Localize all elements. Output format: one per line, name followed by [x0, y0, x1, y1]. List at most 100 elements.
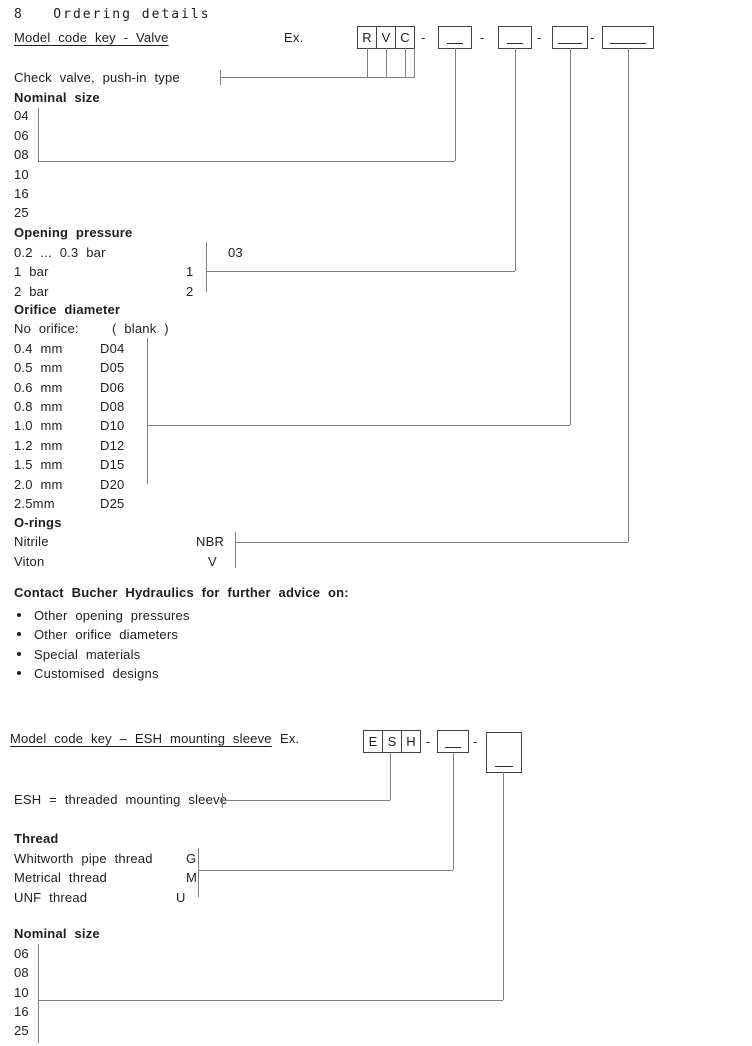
option-code: 03	[228, 245, 243, 260]
connector-line	[206, 271, 515, 272]
option-code: D20	[100, 477, 125, 492]
option-code: 1	[186, 264, 194, 279]
nominal-size-option: 08	[14, 147, 29, 162]
nominal-size-option: 25	[14, 205, 29, 220]
orifice-title: Orifice diameter	[14, 302, 121, 317]
option-code: G	[186, 851, 197, 866]
blank-underline	[495, 766, 513, 767]
blank-underline	[447, 43, 463, 44]
connector-line	[628, 48, 629, 542]
contact-bullet: Other opening pressures	[34, 608, 190, 623]
contact-bullet: Customised designs	[34, 666, 159, 681]
sleeve-code-letter-box-e: E	[363, 730, 383, 753]
sleeve-blank-box-nominal-size	[486, 732, 522, 773]
connector-line	[38, 161, 455, 162]
option-label: No orifice:	[14, 321, 79, 336]
orings-title: O-rings	[14, 515, 62, 530]
nominal-size-option: 25	[14, 1023, 29, 1038]
code-separator: -	[537, 30, 542, 45]
connector-line	[198, 870, 453, 871]
valve-ex-label: Ex.	[284, 30, 304, 45]
option-code: D10	[100, 418, 125, 433]
code-separator: -	[421, 30, 426, 45]
sleeve-nominal-size-title: Nominal size	[14, 926, 100, 941]
option-label: 2 bar	[14, 284, 49, 299]
option-code: V	[208, 554, 217, 569]
connector-line	[386, 48, 387, 77]
option-code: D12	[100, 438, 125, 453]
connector-line	[453, 753, 454, 870]
sleeve-ex-label: Ex.	[280, 731, 300, 746]
sleeve-type-note: ESH = threaded mounting sleeve	[14, 792, 228, 807]
option-code: D15	[100, 457, 125, 472]
bullet-icon	[17, 632, 21, 636]
option-code: M	[186, 870, 198, 885]
code-separator: -	[426, 734, 431, 749]
connector-line	[147, 425, 570, 426]
valve-key-title: Model code key - Valve	[14, 30, 169, 45]
valve-code-letter-box-c: C	[395, 26, 415, 49]
valve-blank-box-orifice	[552, 26, 588, 49]
contact-bullet: Other orifice diameters	[34, 627, 179, 642]
nominal-size-option: 10	[14, 167, 29, 182]
opening-pressure-title: Opening pressure	[14, 225, 133, 240]
sleeve-code-letter-box-s: S	[382, 730, 402, 753]
valve-nominal-size-title: Nominal size	[14, 90, 100, 105]
connector-line	[570, 48, 571, 425]
connector-line	[515, 48, 516, 271]
valve-type-note: Check valve, push-in type	[14, 70, 180, 85]
option-label: 1 bar	[14, 264, 49, 279]
sleeve-key-title: Model code key – ESH mounting sleeve	[10, 731, 272, 746]
connector-line	[235, 542, 628, 543]
sleeve-code-letter-box-h: H	[401, 730, 421, 753]
bracket-line	[38, 108, 39, 161]
valve-code-letter-box-r: R	[357, 26, 377, 49]
option-label: 2.0 mm	[14, 477, 63, 492]
connector-line	[220, 77, 415, 78]
code-separator: -	[480, 30, 485, 45]
connector-line	[222, 800, 390, 801]
thread-title: Thread	[14, 831, 59, 846]
contact-bullet: Special materials	[34, 647, 141, 662]
valve-blank-box-opening-pressure	[498, 26, 532, 49]
valve-blank-box-nominal-size	[438, 26, 472, 49]
bracket-line	[235, 532, 236, 568]
nominal-size-option: 10	[14, 985, 29, 1000]
connector-line	[455, 48, 456, 161]
option-label: Nitrile	[14, 534, 49, 549]
nominal-size-option: 16	[14, 186, 29, 201]
option-code: D06	[100, 380, 125, 395]
nominal-size-option: 16	[14, 1004, 29, 1019]
option-label: Viton	[14, 554, 45, 569]
option-label: 1.5 mm	[14, 457, 63, 472]
option-code: D08	[100, 399, 125, 414]
connector-line	[503, 772, 504, 1000]
option-label: 0.4 mm	[14, 341, 63, 356]
bracket-line	[38, 944, 39, 1043]
code-separator: -	[473, 734, 478, 749]
sleeve-blank-box-thread	[437, 730, 469, 753]
option-label: 1.2 mm	[14, 438, 63, 453]
connector-line	[414, 48, 415, 77]
valve-blank-box-orings	[602, 26, 654, 49]
option-label: Metrical thread	[14, 870, 107, 885]
blank-underline	[558, 43, 582, 44]
connector-line	[367, 48, 368, 77]
option-label: 0.2 ... 0.3 bar	[14, 245, 106, 260]
option-label: 2.5mm	[14, 496, 55, 511]
option-code: D05	[100, 360, 125, 375]
bullet-icon	[17, 652, 21, 656]
bullet-icon	[17, 671, 21, 675]
valve-code-letter-box-v: V	[376, 26, 396, 49]
blank-underline	[610, 43, 646, 44]
option-label: UNF thread	[14, 890, 88, 905]
connector-line	[38, 1000, 503, 1001]
bracket-line	[198, 848, 199, 897]
option-code: NBR	[196, 534, 225, 549]
code-separator: -	[590, 30, 595, 45]
bracket-line	[206, 242, 207, 292]
option-code: ( blank )	[112, 321, 169, 336]
option-label: Whitworth pipe thread	[14, 851, 153, 866]
blank-underline	[507, 43, 523, 44]
